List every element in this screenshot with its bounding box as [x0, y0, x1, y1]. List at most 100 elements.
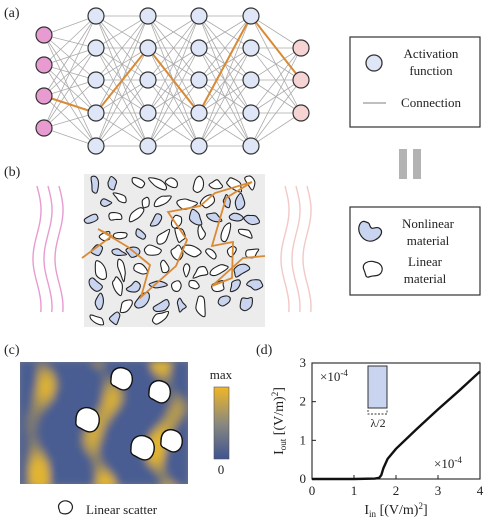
- connection-line: [43, 95, 97, 147]
- linear-particle: [141, 196, 150, 209]
- hidden-node: [242, 71, 260, 89]
- linear-particle: [119, 299, 133, 314]
- connection-line: [250, 79, 302, 147]
- connection-line: [43, 15, 97, 66]
- nonlinear-particle: [83, 213, 99, 224]
- nonlinear-particle: [108, 311, 121, 326]
- connection-line: [95, 15, 149, 81]
- panel-d-label: (d): [256, 343, 273, 358]
- neural-network-diagram: [35, 7, 310, 155]
- hidden-node: [87, 39, 105, 57]
- connection-line: [95, 112, 149, 147]
- connection-line: [250, 15, 302, 49]
- nonlinear-particle: [217, 295, 231, 307]
- nonlinear-particle: [152, 299, 170, 313]
- wave-line: [291, 185, 301, 313]
- linear-particle: [192, 175, 205, 193]
- linear-particle: [209, 264, 229, 277]
- nonlinear-particle: [88, 277, 103, 292]
- legend-activation-line1: Activation: [404, 46, 459, 61]
- nonlinear-particle: [206, 212, 223, 223]
- nonlinear-particle: [234, 192, 246, 211]
- x-axis-label: Iin [(V/m)2]: [364, 501, 427, 519]
- linear-particle: [237, 228, 253, 239]
- panel-a-label: (a): [4, 6, 20, 21]
- nonlinear-particle: [90, 175, 100, 194]
- linear-particle: [174, 227, 186, 243]
- y-multiplier: ×10-4: [320, 368, 348, 384]
- nonlinear-particle: [176, 297, 187, 313]
- linear-particle: [192, 266, 209, 279]
- legend-nonlinear-line1: Nonlinear: [402, 216, 455, 231]
- connection-line: [250, 47, 302, 147]
- colorbar: [213, 386, 230, 460]
- linear-particle: [111, 276, 123, 297]
- nonlinear-material-icon: [358, 220, 383, 242]
- linear-particle: [117, 258, 126, 283]
- linear-particle: [112, 192, 127, 204]
- legend-nonlinear-line2: material: [407, 233, 450, 248]
- colorbar-max-label: max: [210, 367, 233, 382]
- y-axis-label: Iout [(V/m)2]: [270, 387, 288, 455]
- x-tick-label: 1: [351, 483, 358, 498]
- hidden-node: [190, 137, 208, 155]
- linear-particle: [131, 177, 146, 189]
- linear-particle: [220, 222, 232, 243]
- linear-particle: [156, 228, 171, 245]
- linear-particle: [160, 259, 170, 274]
- network-connections: [43, 15, 302, 147]
- material-scatter-path: [81, 181, 266, 300]
- legend-linear-line2: material: [404, 271, 447, 286]
- x-tick-label: 3: [435, 483, 442, 498]
- inset-bracket: [367, 410, 388, 415]
- hidden-node: [87, 104, 105, 122]
- network-nodes: [35, 7, 310, 155]
- nonlinear-particle: [228, 212, 244, 222]
- connection-line: [43, 127, 97, 147]
- hidden-node: [190, 104, 208, 122]
- linear-particle: [94, 260, 107, 280]
- nonlinear-particle: [188, 208, 203, 226]
- nonlinear-particle: [149, 213, 163, 227]
- hidden-node: [242, 39, 260, 57]
- scatterer-shape: [148, 380, 172, 404]
- connection-line: [43, 15, 97, 36]
- connection-line: [198, 112, 252, 147]
- linear-particle: [89, 314, 105, 326]
- legend-connection: Connection: [401, 95, 461, 110]
- linear-particle: [205, 248, 217, 260]
- connection-line: [250, 15, 302, 114]
- linear-particle: [164, 177, 178, 189]
- linear-particle: [148, 177, 168, 191]
- connection-line: [198, 15, 252, 147]
- hidden-node: [139, 104, 157, 122]
- colorbar-min-label: 0: [218, 462, 225, 477]
- nonlinear-particle: [107, 175, 118, 191]
- legend-b: Nonlinear material Linear material: [349, 206, 481, 296]
- wave-line: [302, 185, 312, 313]
- legend-activation-line2: function: [409, 63, 453, 78]
- connection-line: [95, 47, 149, 147]
- linear-scatter-caption: Linear scatter: [86, 502, 158, 517]
- scatterer-shape: [75, 406, 100, 433]
- nonlinear-particle: [246, 279, 264, 291]
- connection-line: [250, 47, 302, 114]
- y-tick-label: 0: [300, 471, 307, 486]
- connection-line: [43, 64, 97, 114]
- nonlinear-particle: [135, 228, 147, 240]
- output-node: [292, 71, 310, 89]
- linear-particle: [245, 248, 260, 259]
- activation-node-icon: [365, 54, 383, 72]
- hidden-node: [242, 104, 260, 122]
- hidden-node: [242, 137, 260, 155]
- connection-line: [43, 34, 97, 114]
- connection-line: [43, 34, 97, 147]
- nonlinear-particle: [125, 280, 141, 293]
- scatterer-shape: [130, 434, 155, 461]
- linear-particle: [188, 279, 200, 290]
- linear-particle: [128, 207, 145, 223]
- linear-material-icon: [362, 260, 383, 278]
- linear-particle: [182, 263, 191, 278]
- connection-line: [95, 79, 149, 147]
